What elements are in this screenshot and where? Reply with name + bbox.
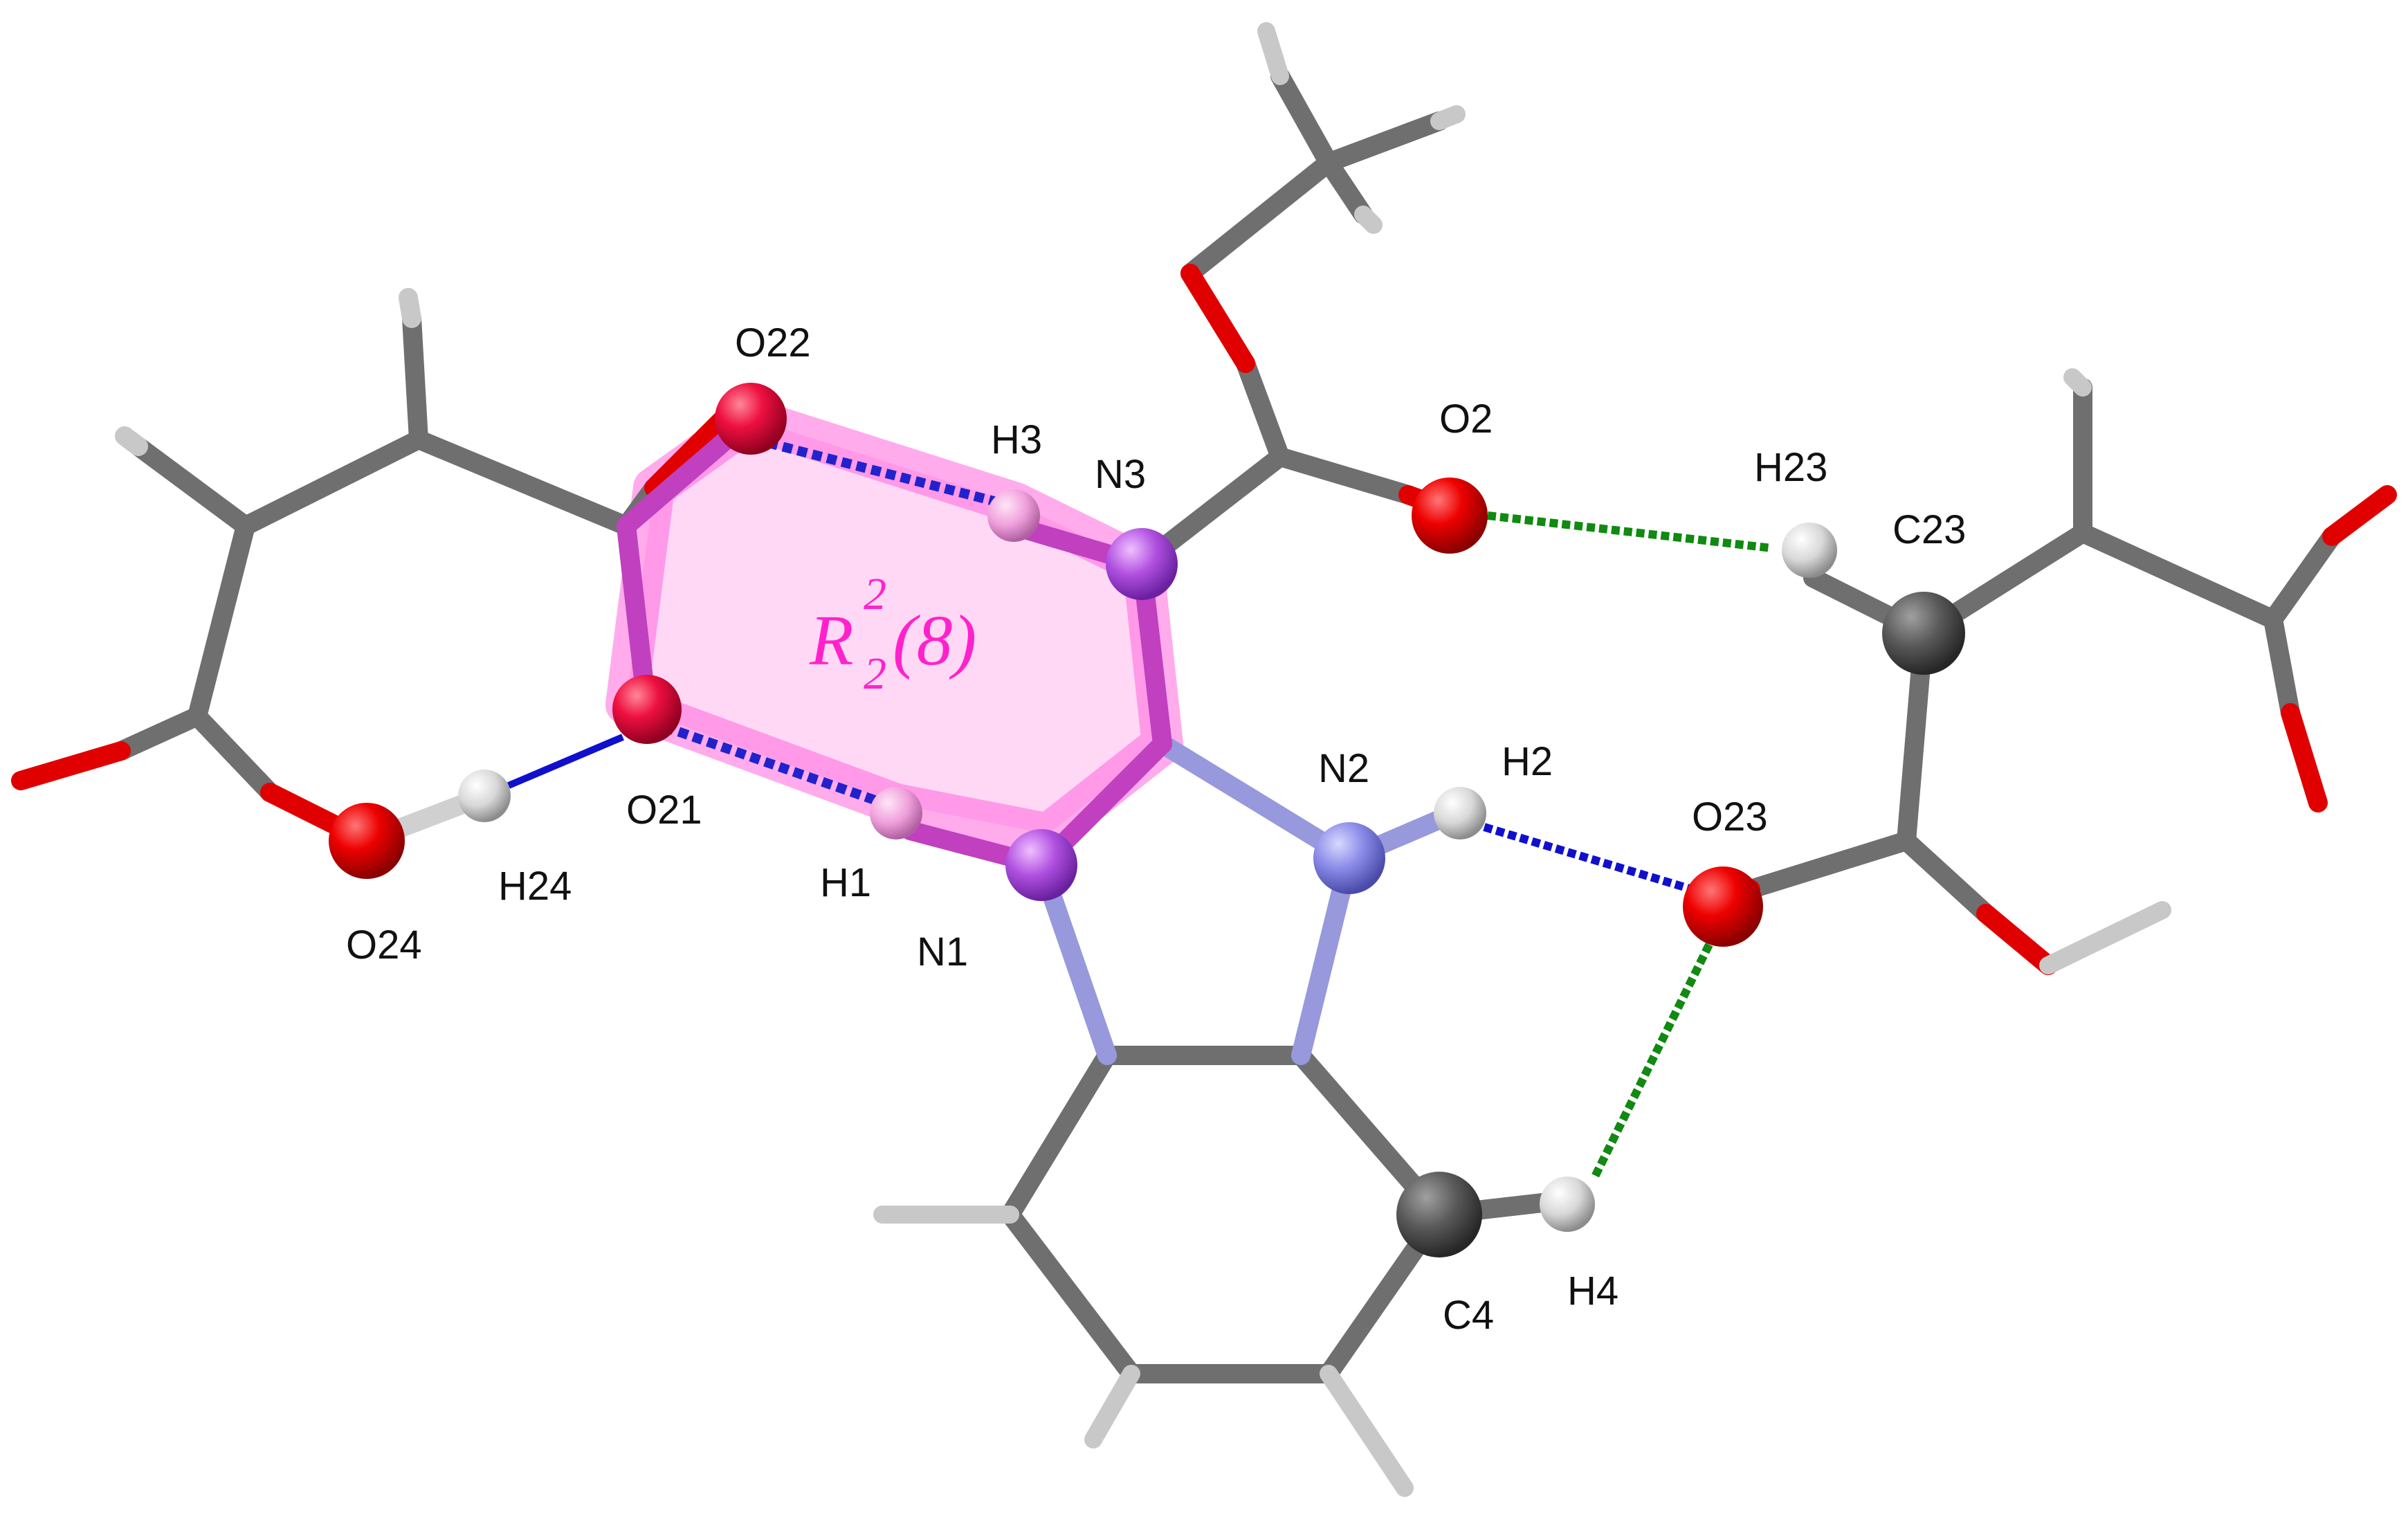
atom-c23 xyxy=(1882,592,1965,675)
hbond-h24-o21 xyxy=(507,734,624,789)
atom-h4 xyxy=(1540,1177,1595,1232)
label-c23: C23 xyxy=(1892,507,1966,552)
atom-h23 xyxy=(1782,523,1837,578)
atom-h1 xyxy=(870,787,922,839)
label-h4: H4 xyxy=(1567,1269,1618,1314)
atoms xyxy=(329,383,1965,1257)
atom-h2 xyxy=(1434,787,1486,839)
motif-size: (8) xyxy=(893,601,976,680)
atom-n1 xyxy=(1005,829,1077,901)
label-h23: H23 xyxy=(1754,445,1827,490)
hbond-h2-o23 xyxy=(1483,823,1693,893)
label-h3: H3 xyxy=(991,417,1042,462)
atom-h3 xyxy=(987,489,1040,542)
bond xyxy=(111,309,664,802)
atom-o2 xyxy=(1412,478,1488,554)
bond-hydrogen xyxy=(1257,22,1466,234)
label-n1: N1 xyxy=(917,929,968,974)
atom-o22 xyxy=(715,383,787,455)
bond xyxy=(1132,66,1449,574)
hbond-o21-h1 xyxy=(662,722,895,811)
motif-letter: R xyxy=(809,601,854,680)
atom-h24 xyxy=(458,770,511,822)
motif-subscript: 2 xyxy=(864,648,886,699)
label-h1: H1 xyxy=(820,860,871,905)
bond xyxy=(1741,378,2342,923)
bond-hydrogen xyxy=(873,1206,1414,1497)
hbond-o23-h4 xyxy=(1591,943,1713,1179)
label-h2: H2 xyxy=(1502,739,1553,784)
label-h24: H24 xyxy=(498,864,572,909)
label-o21: O21 xyxy=(626,788,702,833)
label-n3: N3 xyxy=(1095,452,1146,497)
label-o23: O23 xyxy=(1692,794,1768,839)
label-o2: O2 xyxy=(1439,397,1493,442)
label-c4: C4 xyxy=(1443,1293,1494,1338)
hbond-o2-h23 xyxy=(1487,511,1772,552)
bond-hydrogen xyxy=(2039,368,2171,974)
ring-motif-label: R 2 2 (8) xyxy=(809,569,976,699)
atom-n3 xyxy=(1106,528,1178,600)
atom-o24 xyxy=(329,803,405,879)
atom-labels: O22 H3 N3 O2 H23 C23 O21 O24 H24 H1 N1 N… xyxy=(346,320,1966,1338)
label-n2: N2 xyxy=(1318,746,1369,791)
label-o24: O24 xyxy=(346,923,422,968)
motif-superscript: 2 xyxy=(864,569,886,619)
hbond-o22-h3 xyxy=(767,438,998,507)
atom-o21 xyxy=(612,675,682,744)
atom-c4 xyxy=(1396,1172,1482,1257)
atom-n2 xyxy=(1313,822,1385,894)
label-o22: O22 xyxy=(735,320,811,365)
hydrogen-bonds xyxy=(507,438,1772,1179)
bond-hydrogen xyxy=(115,288,421,456)
atom-o23 xyxy=(1683,866,1763,947)
bonds xyxy=(11,22,2397,1497)
